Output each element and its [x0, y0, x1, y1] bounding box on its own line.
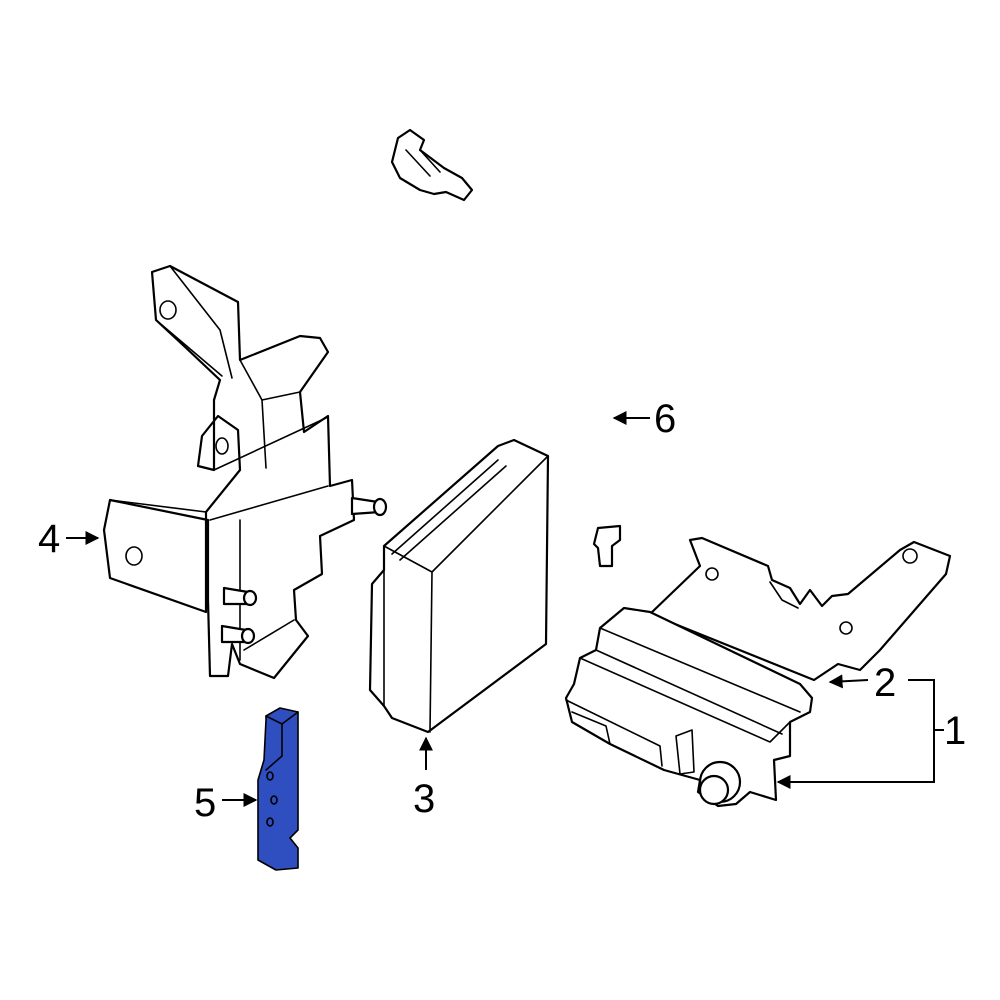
part-4-mounting-bracket[interactable]	[102, 264, 388, 680]
part-2-sensor-bracket[interactable]	[648, 536, 952, 682]
part-6-wire-harness[interactable]	[390, 128, 622, 568]
callout-leaders	[66, 411, 944, 807]
callout-1: 1	[944, 709, 966, 753]
part-3-control-module[interactable]	[368, 438, 550, 734]
callout-6: 6	[654, 397, 676, 441]
part-5-highlighted-bracket[interactable]	[257, 707, 299, 871]
callout-5: 5	[194, 781, 216, 825]
leader-2	[828, 674, 869, 689]
callout-3: 3	[413, 777, 435, 821]
callout-2: 2	[874, 661, 896, 705]
part-1-sensor-assembly[interactable]	[564, 606, 814, 808]
callout-4: 4	[38, 517, 60, 561]
